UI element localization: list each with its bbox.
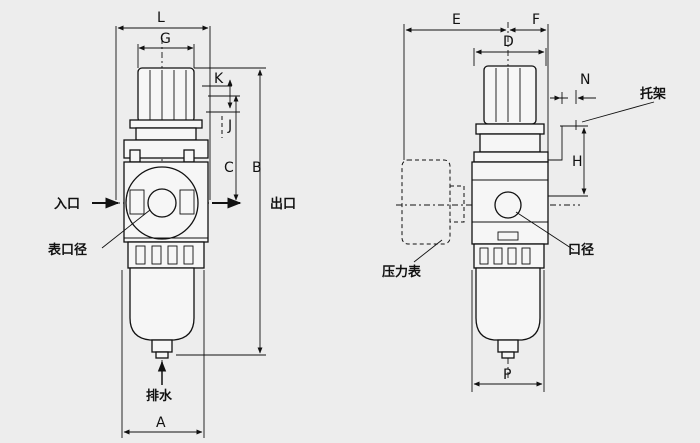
label-port: 口径 [568, 242, 594, 258]
side-view: E F D N H 托架 压力表 口径 P [382, 12, 666, 392]
dim-A: A [156, 415, 166, 431]
pressure-gauge [401, 159, 465, 245]
front-view: L G K J C B A 入口 出口 表口径 [47, 10, 296, 438]
label-inlet: 入口 [54, 197, 80, 212]
dim-C: C [224, 160, 234, 176]
regulator-body [123, 161, 209, 243]
dim-J: J [227, 118, 232, 134]
dim-N: N [580, 72, 590, 88]
label-outlet: 出口 [270, 196, 296, 212]
dim-F: F [532, 12, 540, 28]
dim-L: L [157, 10, 165, 26]
dim-D: D [503, 34, 514, 50]
filter-bowl [127, 241, 205, 359]
label-bracket: 托架 [640, 86, 666, 102]
dim-H: H [572, 154, 583, 170]
dim-K: K [214, 71, 224, 87]
label-drain: 排水 [146, 388, 173, 404]
label-gauge-port: 表口径 [47, 242, 87, 258]
dim-G: G [160, 31, 171, 47]
dim-B: B [252, 160, 262, 176]
label-pressure-gauge: 压力表 [382, 264, 422, 280]
dim-P: P [503, 367, 511, 383]
dim-E: E [452, 12, 461, 28]
adjusting-knob [129, 67, 203, 129]
